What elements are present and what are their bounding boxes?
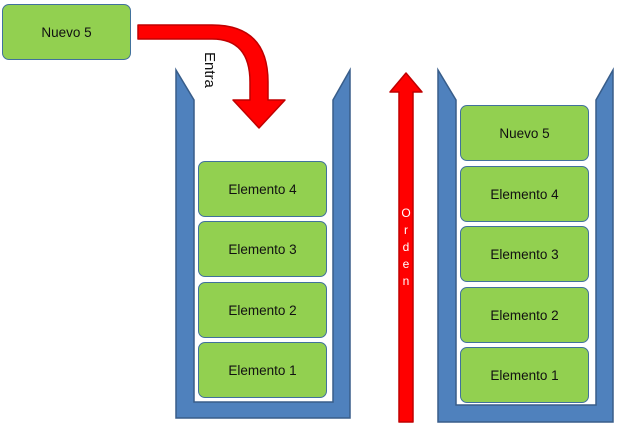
order-label-letter: n [402,274,410,288]
left-stack-item: Elemento 4 [198,161,327,217]
entry-arrow [137,24,286,129]
right-stack-item: Elemento 4 [460,166,589,222]
order-label-letter: e [402,257,410,271]
right-stack-item: Elemento 2 [460,287,589,343]
left-stack-item: Elemento 2 [198,282,327,338]
order-label-letter: O [401,206,411,220]
left-stack-container [175,67,351,419]
left-stack-item: Elemento 1 [198,342,327,398]
order-label-letter: d [402,240,410,254]
entry-label: Entra [201,52,218,88]
right-stack-container [437,67,614,423]
new-item-box: Nuevo 5 [2,4,131,60]
order-arrow [389,72,423,423]
right-stack-item: Elemento 1 [460,347,589,403]
right-stack-item: Nuevo 5 [460,105,589,161]
left-stack-item: Elemento 3 [198,221,327,277]
order-label-letter: r [404,223,408,237]
right-stack-item: Elemento 3 [460,226,589,282]
